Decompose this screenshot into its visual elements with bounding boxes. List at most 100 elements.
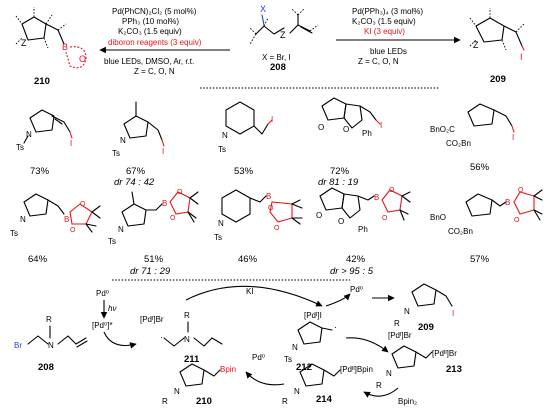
radical-dot-212: ·: [334, 322, 337, 332]
mech-ki: KI: [246, 287, 254, 296]
boron-5-bnoc: BnO: [430, 213, 446, 222]
boron-2-yield: 51%: [144, 254, 164, 265]
mech-213-r: R: [376, 381, 382, 390]
mech-214-number: 214: [316, 394, 333, 405]
boron-compound-2: N Ts B O O 51% dr 71 : 29: [108, 189, 199, 277]
boron-2-n: N: [118, 225, 124, 234]
radical-dot-211: ·: [160, 332, 163, 342]
boron-5-o1: O: [518, 187, 524, 194]
iodide-5-co2bn: CO₂Bn: [446, 139, 471, 148]
mech-211-r: R: [184, 311, 190, 320]
mech-pd0-star: [Pd⁰]*: [92, 321, 113, 330]
mech-212-ts: Ts: [284, 355, 292, 364]
iodide-2-yield: 67%: [126, 166, 146, 177]
boron-4-ph: Ph: [358, 225, 368, 234]
boron-3-n: N: [218, 219, 224, 228]
boron-2-dr: dr 71 : 29: [130, 266, 171, 277]
mech-208-n: N: [48, 341, 54, 350]
iodide-4-dr: dr 81 : 19: [318, 177, 359, 188]
boron-3-yield: 46%: [238, 254, 258, 265]
product-210-o: O: [79, 54, 86, 64]
mech-211-n: N: [184, 335, 190, 344]
product-210-b: B: [62, 42, 68, 52]
iodide-5-yield: 56%: [470, 162, 490, 173]
substrate-208: X Z X = Br, I 208: [249, 4, 319, 73]
product-210-z: Z: [21, 38, 27, 48]
iodide-4-o2: O: [343, 125, 349, 134]
left-cond-1: Pd(PhCN)₂Cl₂ (5 mol%): [112, 7, 197, 16]
product-209-i: I: [520, 52, 523, 62]
substrate-x: X: [260, 4, 266, 14]
mech-pd1-br-left: [Pdᴵ]Br: [140, 315, 164, 324]
boron-1-o2: O: [70, 227, 76, 234]
boron-compound-3: N Ts B O O 46%: [214, 189, 303, 265]
boron-4-o1: O: [316, 211, 322, 220]
right-cond-5: Z = C, O, N: [358, 57, 399, 66]
boron-1-o1: O: [80, 201, 86, 208]
product-210-number: 210: [34, 76, 50, 87]
mech-209-i: I: [452, 309, 454, 318]
iodide-1-ts: Ts: [16, 143, 24, 152]
boron-4-o2: O: [338, 217, 344, 226]
iodide-1-i: I: [70, 139, 72, 148]
mech-pd2-bpin: [Pdᴵᴵ]Bpin: [340, 365, 373, 374]
iodide-2-i: I: [162, 147, 164, 156]
boron-4-yield: 42%: [346, 254, 366, 265]
mech-210-n: N: [174, 387, 180, 396]
boron-5-o2: O: [514, 217, 520, 224]
mech-212-n: N: [292, 343, 298, 352]
boron-1-ts: Ts: [10, 229, 18, 238]
boron-3-o1: O: [268, 205, 274, 212]
mech-208-br: Br: [14, 341, 22, 350]
product-209-structure: Z I 209: [469, 8, 525, 85]
iodide-4-i: I: [380, 121, 382, 130]
mech-213-number: 213: [446, 364, 462, 375]
product-209-number: 209: [490, 74, 506, 85]
boron-4-o4: O: [382, 215, 388, 222]
boron-4-dr: dr > 95 : 5: [330, 266, 374, 277]
product-210-structure: Z B O 210: [15, 7, 87, 87]
iodide-compound-2: N Ts I 67% dr 74 : 42: [112, 101, 165, 188]
iodide-4-ph: Ph: [362, 129, 372, 138]
mechanism: Pd⁰ hν [Pd⁰]* [Pdᴵ]Br Br N R 208 · N R 2…: [14, 283, 462, 407]
left-cond-6: Z = C, O, N: [134, 67, 175, 76]
iodide-compound-4: O O I Ph 72% dr 81 : 19: [318, 97, 382, 188]
boron-5-co2bn: CO₂Bn: [448, 227, 473, 236]
iodide-1-n: N: [26, 130, 32, 139]
iodide-3-ts: Ts: [218, 145, 226, 154]
boron-4-o3: O: [389, 187, 395, 194]
mech-208-r: R: [46, 315, 52, 324]
iodide-4-o1: O: [318, 123, 324, 132]
product-209-z: Z: [473, 40, 479, 50]
iodide-2-n: N: [120, 136, 126, 145]
boron-2-o1: O: [177, 189, 183, 196]
mech-214-n: N: [294, 387, 300, 396]
boron-5-yield: 57%: [470, 254, 490, 265]
iodide-3-n: N: [222, 131, 228, 140]
boron-compound-1: N Ts B O O 64%: [10, 193, 101, 265]
boron-2-ts: Ts: [108, 237, 116, 246]
boron-3-o2: O: [274, 225, 280, 232]
boron-compound-5: B O O BnO CO₂Bn 57%: [430, 187, 543, 265]
mech-210-number: 210: [196, 396, 212, 407]
mech-210-r: R: [162, 397, 168, 406]
left-cond-2: PPh₃ (10 mol%): [122, 17, 179, 26]
mech-209-number: 209: [418, 322, 434, 333]
left-cond-4: diboron reagents (3 equiv): [108, 38, 202, 47]
mech-pd1-i: [Pdᴵ]I: [304, 311, 322, 320]
substrate-x-def: X = Br, I: [262, 53, 291, 62]
right-cond-4: blue LEDs: [370, 47, 407, 56]
mech-bpin: Bpin: [220, 365, 236, 374]
boron-4-b: B: [374, 193, 379, 202]
boron-1-b: B: [64, 215, 69, 224]
mech-209-r: R: [394, 319, 400, 328]
mech-211-number: 211: [184, 354, 200, 365]
mech-pd2-br: [Pdᴵᴵ]Br: [432, 349, 457, 358]
right-conditions: Pd(PPh₃)₄ (3 mol%) K₂CO₃ (1.5 equiv) KI …: [336, 7, 461, 66]
left-cond-3: K₂CO₃ (1.5 equiv): [118, 27, 182, 36]
boron-2-o2: O: [170, 215, 176, 222]
boron-5-b: B: [505, 198, 510, 207]
substrate-number: 208: [270, 62, 286, 73]
right-cond-2: K₂CO₃ (1.5 equiv): [352, 17, 416, 26]
